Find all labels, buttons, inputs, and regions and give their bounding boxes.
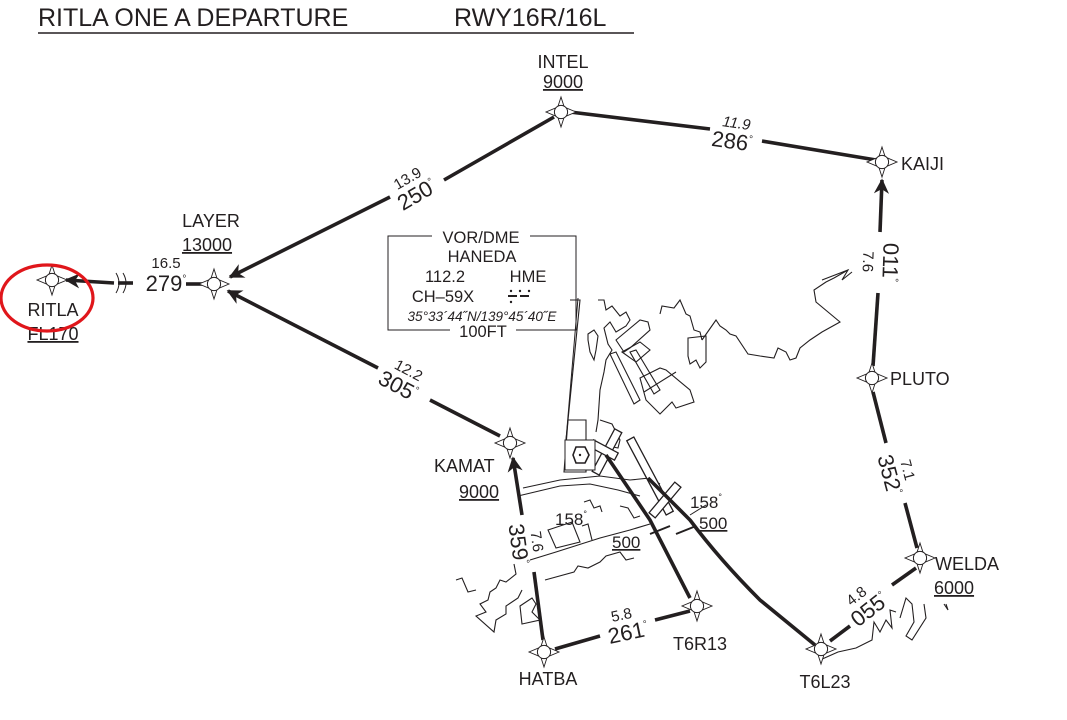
rwy16l-altitude: 500 — [699, 514, 727, 533]
runway-16r — [588, 428, 623, 476]
leg-pluto-kaiji-a — [873, 178, 890, 233]
leg-course: 286° — [710, 126, 754, 156]
leg-t6r13-hatba-a — [554, 634, 601, 651]
ritla-label: RITLA — [27, 300, 78, 320]
rwy16l-500ft-mark — [675, 525, 697, 535]
layer-altitude: 13000 — [182, 235, 232, 255]
chart-title: RITLA ONE A DEPARTURE RWY16R/16L — [38, 4, 634, 34]
kaiji-intel-annotation: 11.9 286° — [710, 113, 754, 156]
ritla-highlight-circle — [0, 263, 95, 333]
t6l23-label: T6L23 — [799, 672, 850, 692]
hatba-kamat-annotation: 7.6 359° — [503, 522, 547, 566]
leg-distance: 7.6 — [859, 251, 877, 272]
hatba-fix-icon[interactable] — [528, 636, 560, 668]
leg-course: 011° — [877, 242, 903, 282]
rwy16l-label-leader — [689, 504, 707, 516]
leg-distance: 16.5 — [151, 255, 180, 272]
layer-fix-icon[interactable] — [198, 268, 230, 300]
kaiji-fix-icon[interactable] — [866, 146, 898, 178]
not-to-scale-break — [115, 272, 127, 294]
leg-intel-layer-a — [443, 115, 555, 182]
leg-kaiji-intel-b — [569, 110, 711, 131]
route-lines — [64, 110, 919, 651]
leg-pluto-kaiji-b — [871, 292, 880, 367]
navaid-frequency: 112.2 — [425, 268, 465, 286]
leg-distance: 11.9 — [721, 113, 752, 134]
pluto-kaiji-annotation: 7.6 011° — [859, 242, 904, 282]
fix-symbols[interactable] — [36, 96, 936, 668]
t6r13-fix-icon[interactable] — [681, 590, 713, 622]
leg-distance: 5.8 — [609, 605, 633, 626]
ritla-fix-icon[interactable] — [36, 264, 68, 296]
leg-course: 359° — [503, 522, 533, 566]
rwy16r-course: 158° — [555, 509, 587, 529]
airport-runways — [564, 428, 682, 519]
t6r13-label: T6R13 — [673, 634, 727, 654]
vor-dme-symbol — [564, 439, 596, 471]
procedure-name: RITLA ONE A DEPARTURE — [38, 4, 348, 32]
leg-distance: 7.6 — [527, 530, 547, 553]
morse-code-icon — [508, 289, 531, 304]
leg-welda-pluto-b — [903, 502, 919, 549]
intel-fix-icon[interactable] — [545, 96, 577, 128]
leg-kaiji-intel-a — [761, 139, 877, 162]
rwy16l-course: 158° — [690, 492, 722, 512]
rwy16l-departure-track — [646, 476, 817, 647]
navaid-coordinates: 35°33´44˝N/139°45´40˝E — [408, 309, 558, 324]
pluto-label: PLUTO — [890, 369, 950, 389]
runway-designation: RWY16R/16L — [454, 4, 606, 32]
runway-16l — [625, 436, 682, 519]
rwy16r-departure-track — [604, 453, 692, 599]
navaid-type: VOR/DME — [442, 229, 519, 247]
navaid-name: HANEDA — [448, 248, 517, 266]
leg-welda-pluto-a — [871, 391, 888, 444]
kamat-fix-icon[interactable] — [494, 427, 526, 459]
navaid-ident: HME — [510, 268, 547, 286]
pluto-fix-icon[interactable] — [856, 362, 888, 394]
leg-kamat-layer-a — [429, 398, 501, 438]
leg-hatba-kamat-a — [507, 456, 524, 516]
intel-altitude: 9000 — [543, 72, 583, 92]
leg-t6r13-hatba-b — [654, 609, 691, 622]
welda-pluto-annotation: 7.1 352° — [872, 452, 918, 498]
leg-annotations: 13.9 250° 11.9 286° 16.5 279° 12.2 305° … — [146, 113, 918, 649]
welda-label: WELDA — [935, 554, 999, 574]
intel-layer-annotation: 13.9 250° — [391, 164, 437, 215]
welda-altitude: 6000 — [934, 578, 974, 598]
leg-t6l23-welda-a — [890, 566, 918, 587]
layer-label: LAYER — [182, 211, 240, 231]
welda-fix-icon[interactable] — [904, 542, 936, 574]
leg-layer-ritla-c — [64, 273, 115, 289]
leg-kamat-layer-b — [226, 289, 379, 370]
kaiji-label: KAIJI — [901, 154, 944, 174]
kamat-altitude: 9000 — [459, 482, 499, 502]
leg-intel-layer-b — [228, 195, 391, 279]
navaid-channel: CH–59X — [412, 288, 474, 306]
intel-label: INTEL — [537, 52, 588, 72]
rwy16r-altitude: 500 — [612, 533, 640, 552]
navaid-elevation: 100FT — [459, 323, 507, 341]
leg-distance: 7.1 — [896, 458, 918, 483]
navaid-box-border — [387, 235, 577, 331]
fix-labels: INTEL 9000 KAIJI LAYER 13000 RITLA FL170… — [27, 52, 999, 692]
hatba-label: HATBA — [519, 669, 578, 689]
leg-course: 279° — [146, 271, 187, 296]
leg-course: 352° — [872, 452, 907, 498]
navaid-info-box: VOR/DME HANEDA 112.2 HME CH–59X 35°33´44… — [387, 229, 577, 341]
rwy16r-500ft-mark — [649, 525, 671, 535]
leg-t6l23-welda-b — [828, 624, 852, 643]
kamat-label: KAMAT — [434, 456, 495, 476]
leg-hatba-kamat-b — [532, 571, 545, 641]
layer-ritla-annotation: 16.5 279° — [146, 255, 187, 296]
kamat-layer-annotation: 12.2 305° — [374, 356, 425, 404]
t6r13-hatba-annotation: 5.8 261° — [606, 605, 649, 649]
